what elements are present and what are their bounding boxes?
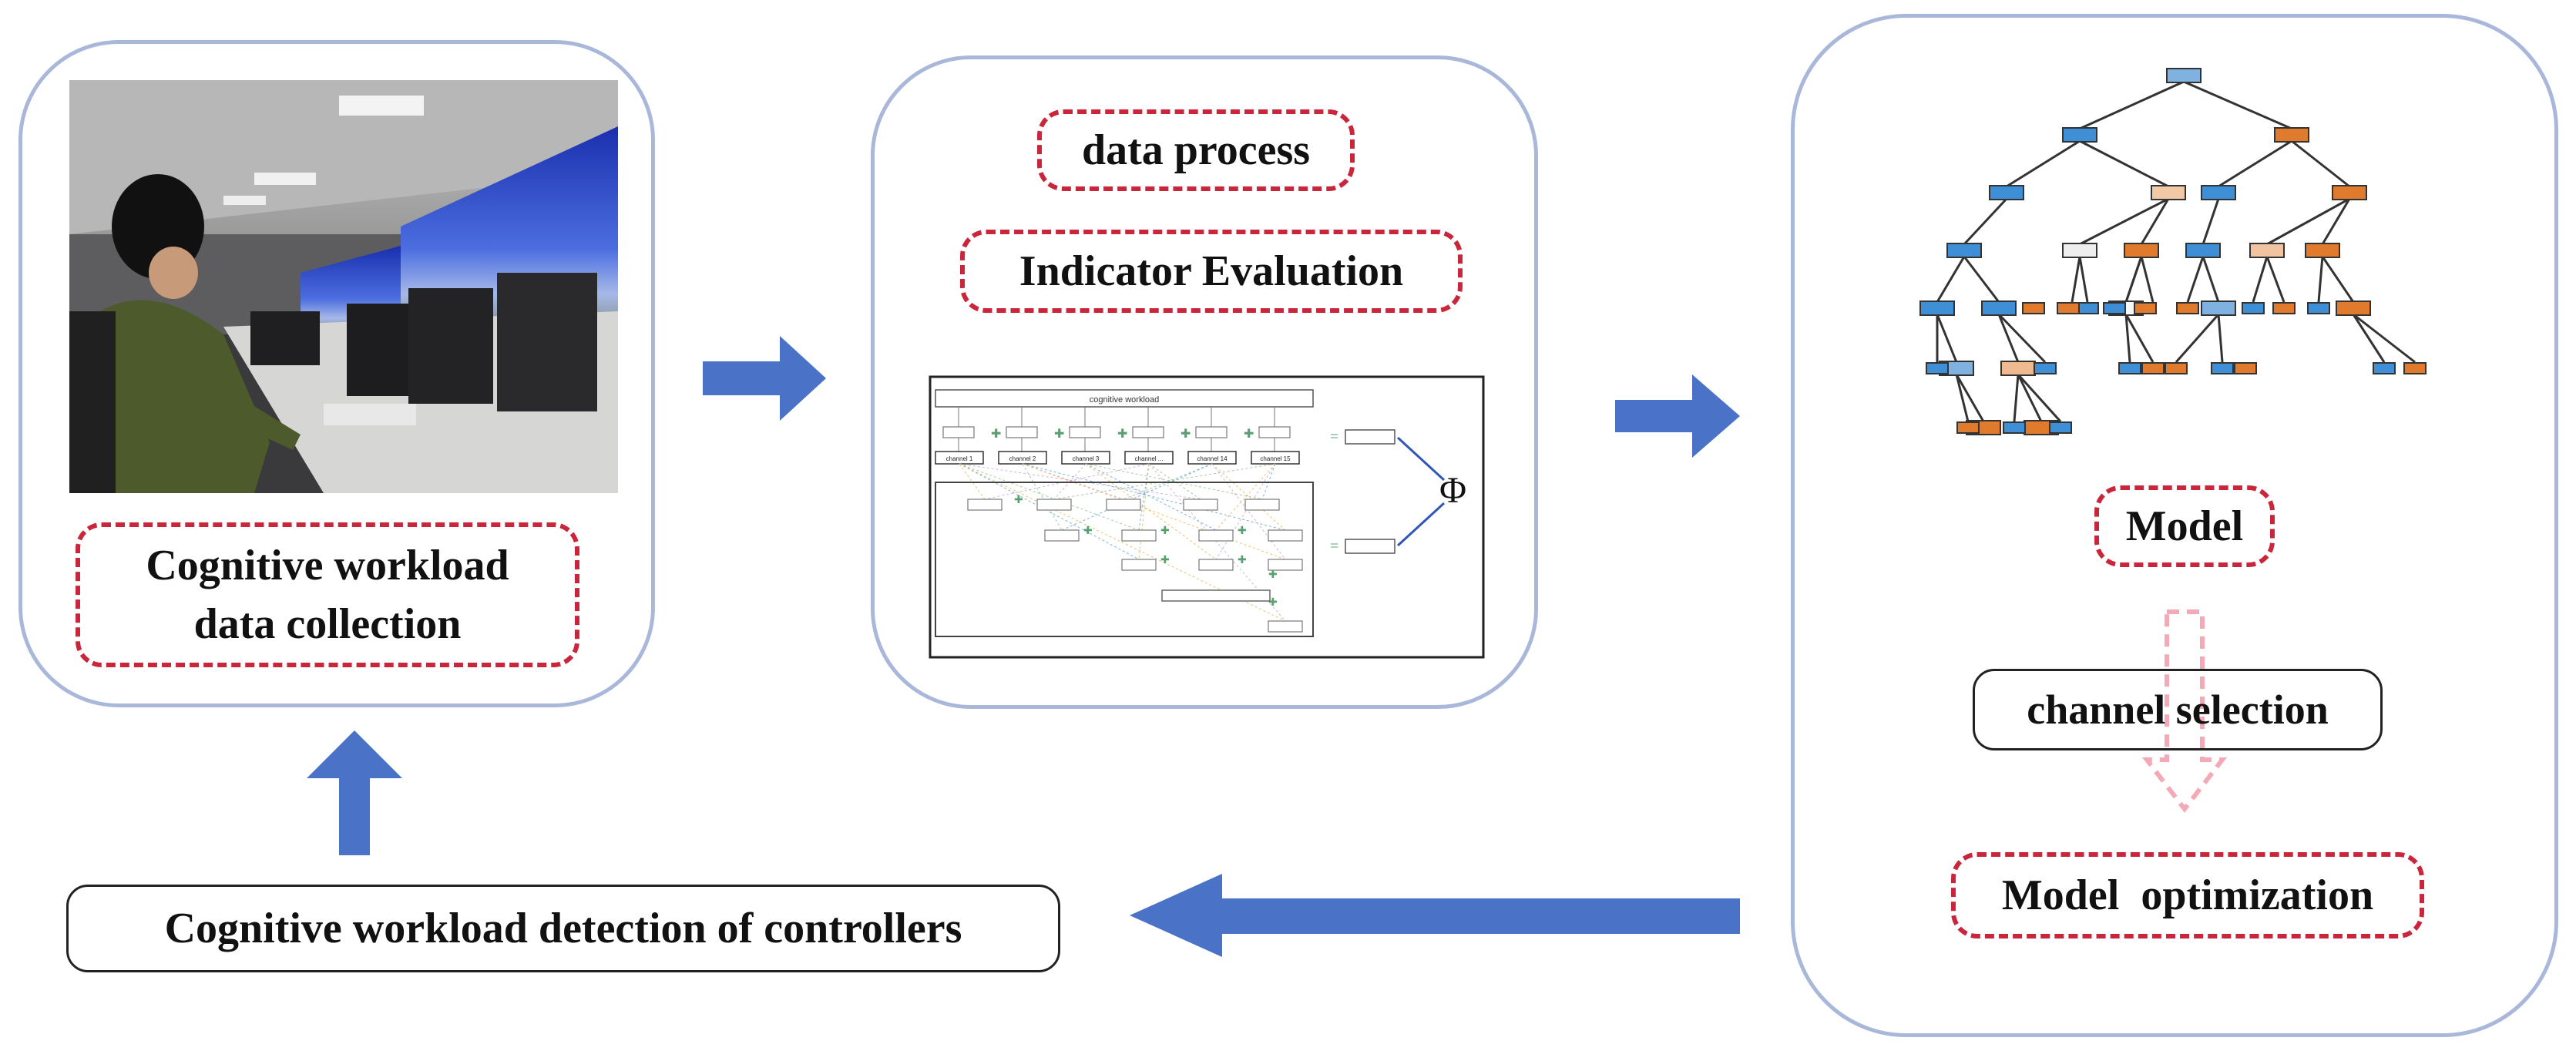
tree-node xyxy=(2249,243,2285,258)
plus-icon: ✚ xyxy=(1181,428,1191,441)
channel-selection-box: channel selection xyxy=(1973,669,2383,750)
plus-icon: ✚ xyxy=(1014,493,1023,505)
tree-node xyxy=(2274,127,2309,143)
plus-icon: ✚ xyxy=(1238,524,1247,536)
data-collection-text: Cognitive workload data collection xyxy=(146,542,509,648)
tree-node xyxy=(2185,243,2221,258)
tree-leaf xyxy=(2176,302,2199,314)
tree-leaf xyxy=(2211,362,2234,374)
arrow-right-icon xyxy=(703,336,826,421)
tree-leaf xyxy=(2034,362,2057,374)
tree-node xyxy=(1946,243,1982,258)
tree-node xyxy=(2151,185,2186,200)
tree-node xyxy=(1981,301,2017,316)
tree-node xyxy=(2332,185,2367,200)
tree-leaf xyxy=(2272,302,2296,314)
tree-node xyxy=(2201,185,2236,200)
plus-icon: ✚ xyxy=(991,428,1001,441)
indicator-figure: cognitive workload channel 1✚channel 2✚c… xyxy=(929,375,1485,659)
tree-leaf xyxy=(2234,362,2257,374)
channel-label: channel 15 xyxy=(1260,455,1291,462)
tree-leaf xyxy=(1956,421,1980,434)
svg-text:=: = xyxy=(1330,538,1338,555)
tree-node xyxy=(2062,127,2097,143)
tree-node xyxy=(2124,243,2159,258)
workload-detection-text: Cognitive workload detection of controll… xyxy=(164,905,962,952)
tree-leaf xyxy=(2103,302,2126,314)
tree-leaf xyxy=(2165,362,2188,374)
tree-node xyxy=(2201,301,2236,316)
model-panel xyxy=(1791,14,2558,1037)
channel-label: channel 3 xyxy=(1073,455,1100,462)
plus-icon: ✚ xyxy=(1054,428,1064,441)
figure-nodes: channel 1 ✚ channel 2 ✚ channel 3 ✚ channel ..… xyxy=(935,407,1303,633)
tree-node xyxy=(1989,185,2024,200)
tree-leaf xyxy=(2118,362,2141,374)
tree-leaf xyxy=(2373,362,2396,374)
tree-leaf xyxy=(2134,302,2157,314)
tree-node xyxy=(2062,243,2097,258)
tree-leaf xyxy=(2049,421,2072,434)
plus-icon: ✚ xyxy=(1160,553,1170,566)
controller-photo xyxy=(69,80,618,493)
tree-leaf xyxy=(1926,362,1949,374)
decision-tree-diagram xyxy=(1919,68,2427,435)
channel-label: channel 2 xyxy=(1009,455,1036,462)
model-label: Model xyxy=(2094,485,2275,567)
model-optimization-text: Model optimization xyxy=(2001,871,2374,919)
tree-node xyxy=(2336,301,2371,316)
plus-icon: ✚ xyxy=(1238,553,1247,566)
data-process-label: data process xyxy=(1037,109,1355,191)
indicator-evaluation-text: Indicator Evaluation xyxy=(1019,247,1404,295)
tree-leaf xyxy=(2057,302,2080,314)
tree-node xyxy=(1919,301,1955,316)
arrow-right-icon xyxy=(1615,374,1740,458)
tree-node xyxy=(2305,243,2340,258)
channel-label: channel 14 xyxy=(1197,455,1228,462)
indicator-evaluation-label: Indicator Evaluation xyxy=(960,230,1463,313)
tree-leaf xyxy=(2022,302,2045,314)
plus-icon: ✚ xyxy=(1160,524,1170,536)
plus-icon: ✚ xyxy=(1083,524,1093,536)
arrow-up-icon xyxy=(307,730,402,855)
plus-icon: ✚ xyxy=(1268,568,1278,580)
tree-node xyxy=(2166,68,2202,83)
tree-leaf xyxy=(2076,302,2099,314)
tree-leaf xyxy=(2403,362,2427,374)
tree-leaf xyxy=(2307,302,2330,314)
arrow-down-dashed-icon xyxy=(2141,609,2228,813)
channel-selection-text: channel selection xyxy=(2027,687,2329,733)
data-process-text: data process xyxy=(1081,126,1311,174)
model-text: Model xyxy=(2125,502,2244,550)
tree-leaf xyxy=(2141,362,2165,374)
arrow-left-icon xyxy=(1130,874,1740,957)
channel-label: channel 1 xyxy=(946,455,973,462)
workload-detection-box: Cognitive workload detection of controll… xyxy=(66,885,1060,972)
tree-leaf xyxy=(2003,421,2026,434)
plus-icon: ✚ xyxy=(1117,428,1127,441)
tree-node xyxy=(2000,361,2036,376)
tree-leaf xyxy=(2242,302,2265,314)
model-optimization-label: Model optimization xyxy=(1951,852,2424,938)
plus-icon: ✚ xyxy=(1244,428,1254,441)
svg-text:=: = xyxy=(1330,428,1338,445)
channel-label: channel ... xyxy=(1135,455,1164,462)
figure-title: cognitive workload xyxy=(1090,395,1160,405)
plus-icon: ✚ xyxy=(1268,596,1278,608)
data-collection-label: Cognitive workload data collection xyxy=(76,522,579,667)
phi-symbol: Φ xyxy=(1439,470,1466,511)
